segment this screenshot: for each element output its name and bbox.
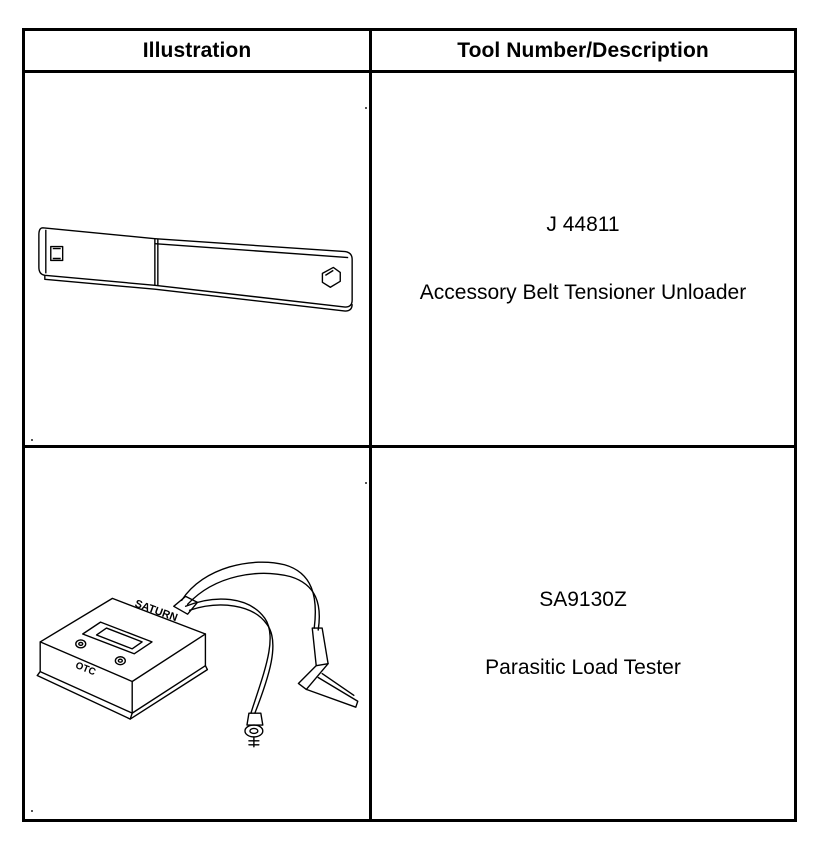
device-maker-label: OTC	[74, 660, 97, 678]
scan-speck	[31, 810, 33, 812]
tool-description-tensioner-unloader: Accessory Belt Tensioner Unloader	[419, 281, 747, 304]
description-cell-row-2: SA9130Z Parasitic Load Tester	[372, 448, 794, 819]
scan-speck	[31, 439, 33, 441]
tool-description-parasitic-load-tester: Parasitic Load Tester	[485, 655, 681, 679]
header-illustration: Illustration	[25, 31, 372, 73]
tool-number-j44811: J 44811	[546, 213, 620, 236]
scan-speck	[365, 107, 367, 109]
illustration-cell-row-1	[25, 73, 372, 448]
description-cell-row-1: J 44811 Accessory Belt Tensioner Unloade…	[372, 73, 794, 448]
special-tools-table: Illustration Tool Number/Description	[22, 28, 797, 822]
header-illustration-label: Illustration	[142, 38, 252, 62]
scan-speck	[365, 482, 367, 484]
parasitic-load-tester-icon: SATURN OTC	[36, 561, 359, 748]
header-description: Tool Number/Description	[372, 31, 794, 73]
header-description-label: Tool Number/Description	[457, 38, 709, 62]
device-brand-label: SATURN	[133, 598, 179, 625]
tensioner-unloader-tool-icon	[38, 227, 353, 312]
illustration-cell-row-2: SATURN OTC	[25, 448, 372, 819]
tool-number-sa9130z: SA9130Z	[539, 587, 627, 611]
